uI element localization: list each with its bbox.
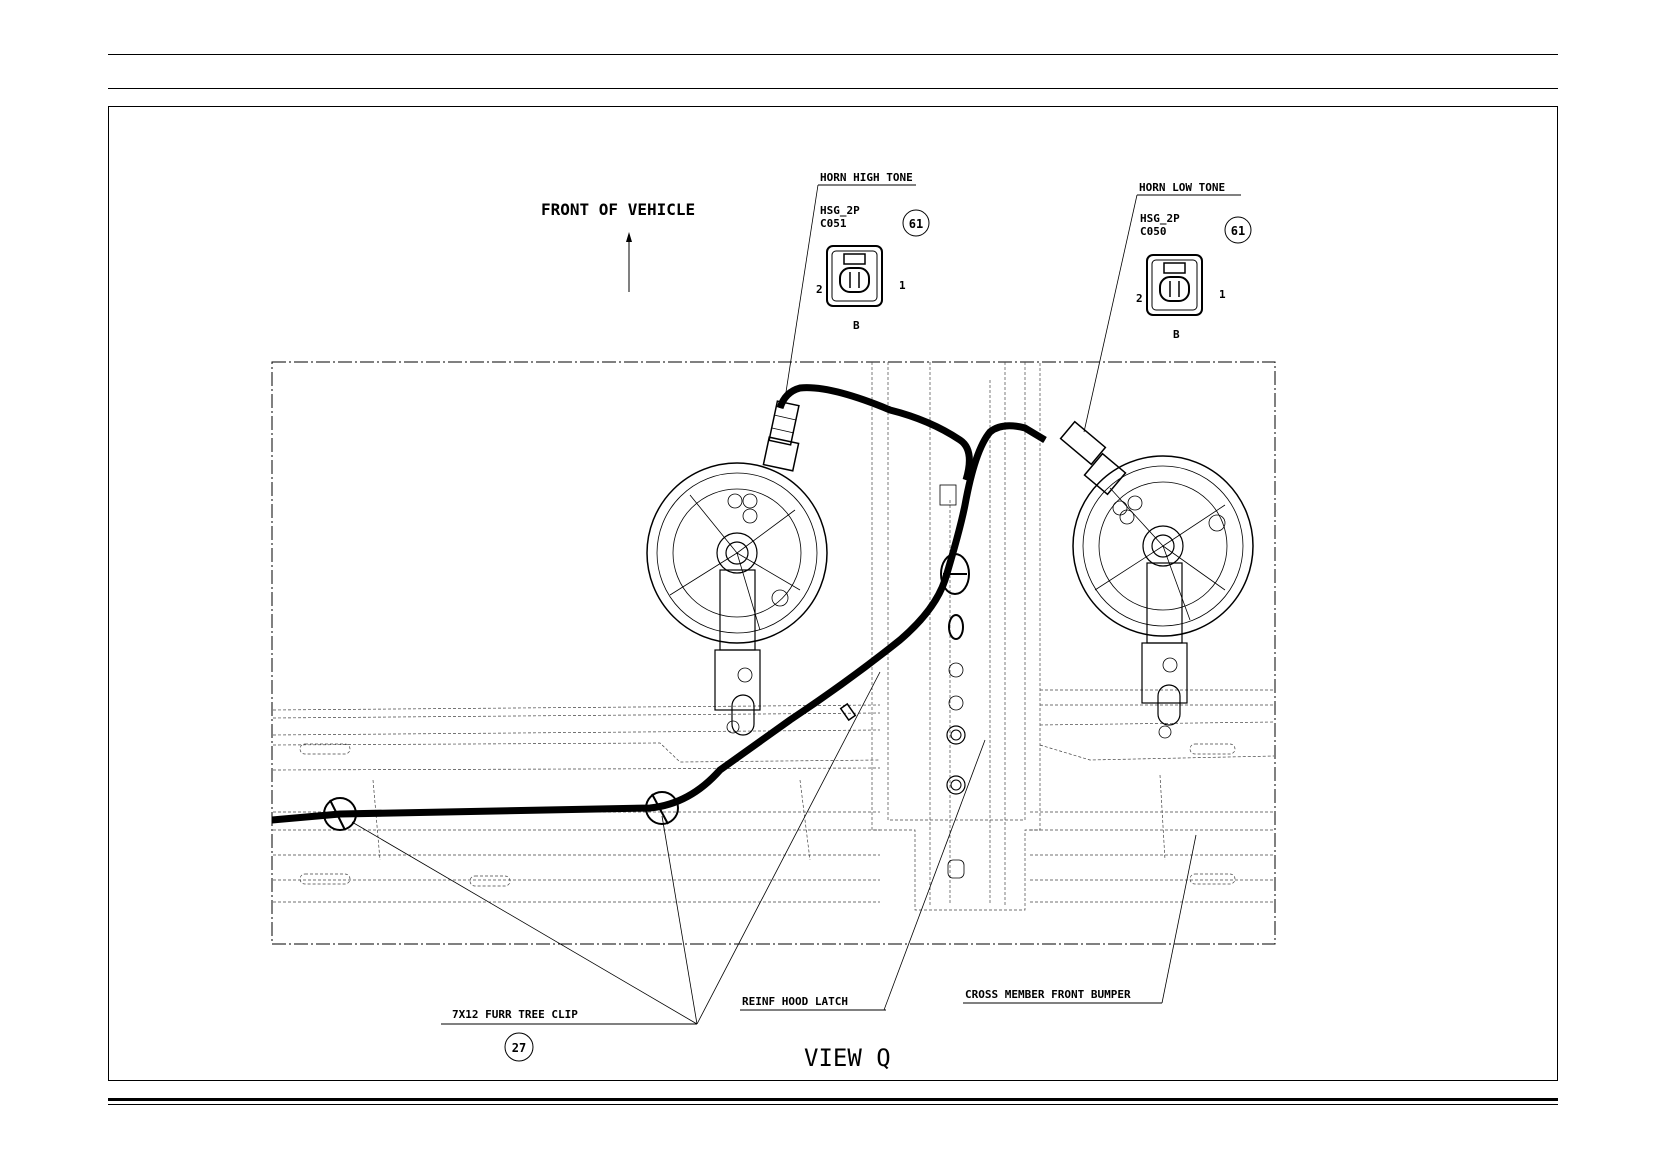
c051-pin-right: 1 (899, 279, 906, 292)
view-q-detail (271, 361, 1276, 945)
harness-connector-c051 (762, 400, 800, 472)
front-arrow-head (626, 232, 632, 242)
horn-high-leader (783, 184, 819, 406)
furr-tree-clip-1 (323, 797, 357, 831)
cross-member-front-bumper (272, 689, 1275, 903)
connector-c051-group: HORN HIGH TONE HSG_2P C051 61 2 1 B (783, 171, 930, 406)
c050-connector-face (1146, 254, 1203, 316)
horn-low-tone (1072, 455, 1254, 739)
wire-harness (271, 384, 1127, 831)
horn-low-tone-label: HORN LOW TONE (1139, 181, 1225, 194)
c050-face-letter: B (1173, 328, 1180, 341)
cross-member-label: CROSS MEMBER FRONT BUMPER (965, 988, 1131, 1001)
reinf-hood-latch-label: REINF HOOD LATCH (742, 995, 848, 1008)
furr-tree-clip-label: 7X12 FURR TREE CLIP (452, 1008, 578, 1021)
view-title: VIEW Q (804, 1044, 891, 1072)
c051-connector-face (826, 245, 883, 307)
c051-id: C051 (820, 217, 847, 230)
c050-callout-number: 61 (1231, 224, 1245, 238)
c050-id: C050 (1140, 225, 1167, 238)
front-of-vehicle-label: FRONT OF VEHICLE (541, 200, 695, 219)
footer-rule-thin (108, 1104, 1558, 1105)
c051-face-letter: B (853, 319, 860, 332)
cross-member-leader (1161, 834, 1197, 1004)
c050-pin-right: 1 (1219, 288, 1226, 301)
footer-rule-thick (108, 1098, 1558, 1101)
clip-callout-circle (504, 1032, 534, 1062)
clip-leaders (351, 671, 881, 1025)
c050-housing: HSG_2P (1140, 212, 1180, 225)
c050-pin-left: 2 (1136, 292, 1143, 305)
c050-callout-circle (1224, 216, 1252, 244)
reinf-hood-latch-leader (883, 739, 986, 1011)
horn-high-tone (646, 462, 828, 736)
harness-connector-c050 (1059, 420, 1127, 496)
detail-boundary (271, 361, 1276, 945)
furr-tree-clip-2 (645, 791, 679, 825)
c051-pin-left: 2 (816, 283, 823, 296)
c051-callout-circle (902, 209, 930, 237)
clip-callout-number: 27 (512, 1041, 526, 1055)
horn-low-leader (1083, 194, 1138, 433)
c051-housing: HSG_2P (820, 204, 860, 217)
header-rule-bottom (108, 88, 1558, 89)
horn-high-tone-label: HORN HIGH TONE (820, 171, 913, 184)
drawing-frame (108, 106, 1558, 1081)
header-rule-top (108, 54, 1558, 55)
connector-c050-group: HORN LOW TONE HSG_2P C050 61 2 1 B (1083, 181, 1252, 433)
c051-callout-number: 61 (909, 217, 923, 231)
furr-tree-clip-3 (940, 553, 970, 595)
reinf-hood-latch (871, 362, 1041, 911)
